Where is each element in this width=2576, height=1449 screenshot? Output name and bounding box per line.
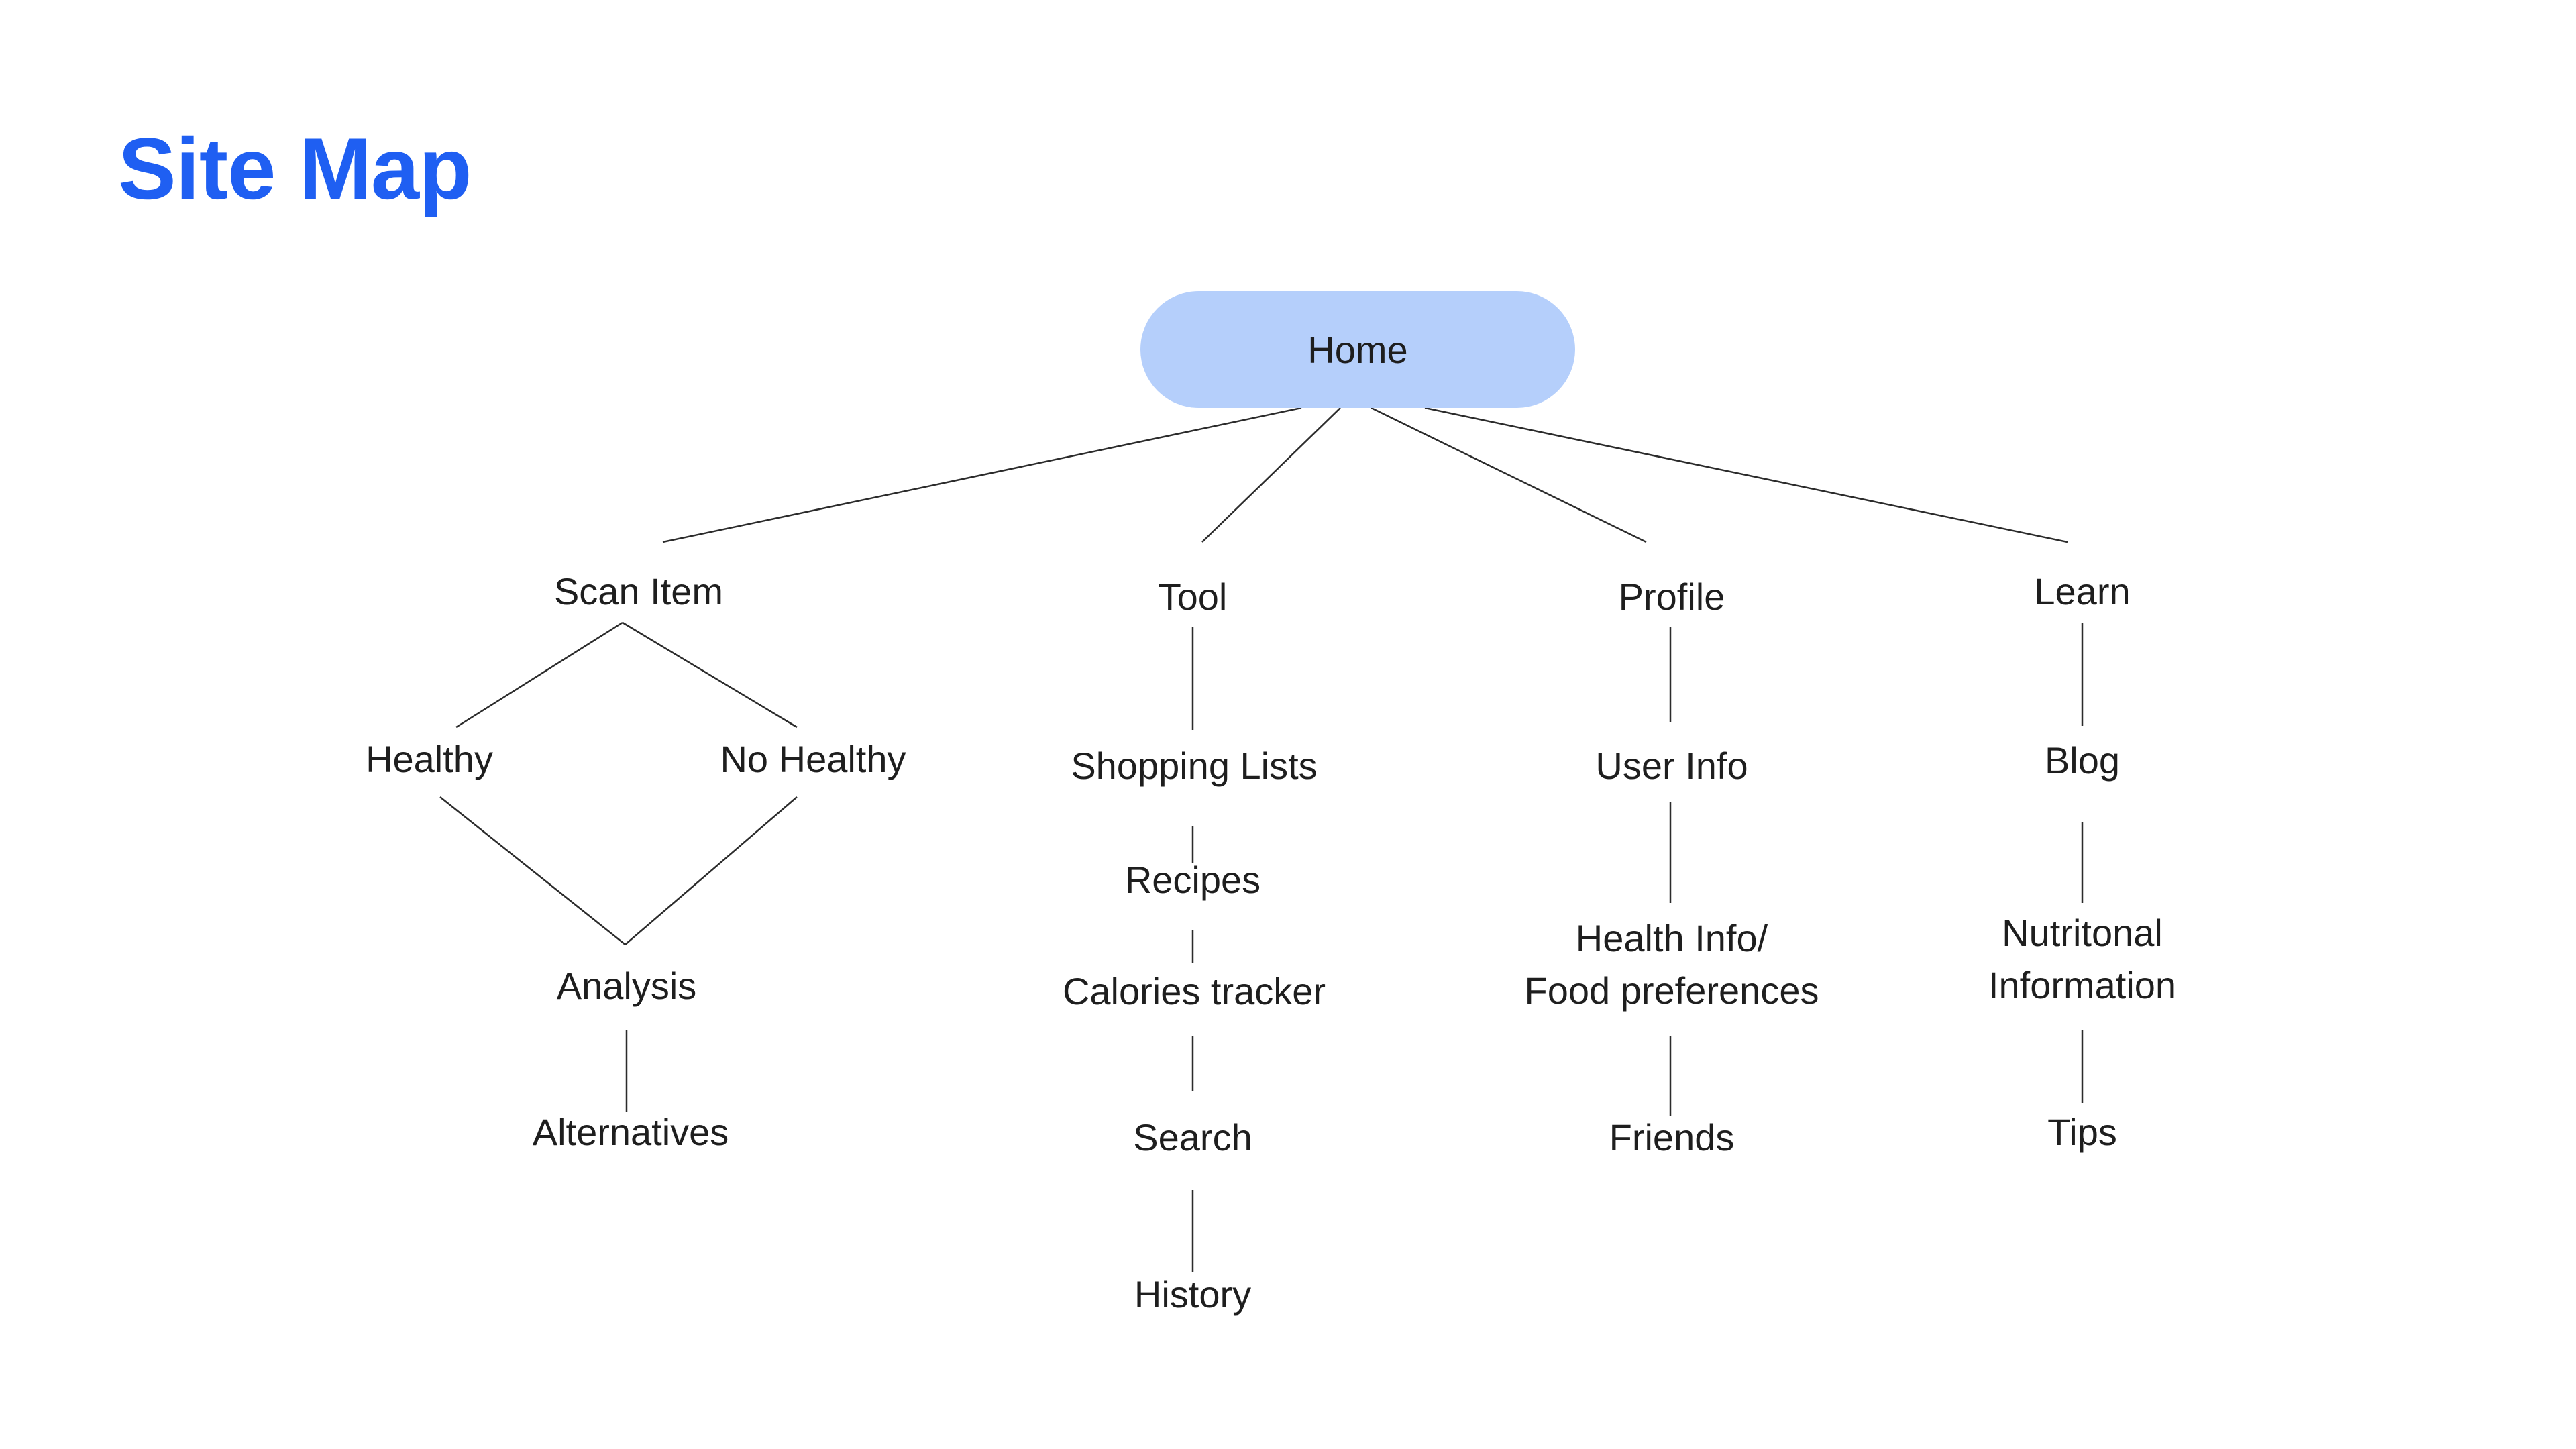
nutritional-line-2: Information — [1988, 964, 2177, 1006]
node-tool: Tool — [1158, 576, 1228, 618]
node-shopping-lists: Shopping Lists — [1071, 745, 1318, 787]
node-healthy: Healthy — [366, 738, 493, 780]
node-profile: Profile — [1618, 576, 1725, 618]
page-title: Site Map — [118, 119, 472, 217]
node-no-healthy: No Healthy — [720, 738, 906, 780]
node-history: History — [1134, 1273, 1252, 1316]
nutritional-line-1: Nutritonal — [2002, 912, 2163, 954]
node-health-info: Health Info/ Food preferences — [1525, 912, 1819, 1017]
edge-scan-nohealthy — [622, 621, 798, 729]
node-calories-tracker: Calories tracker — [1062, 970, 1326, 1012]
health-info-line-2: Food preferences — [1524, 969, 1819, 1012]
edge-scan-healthy — [455, 621, 623, 729]
node-friends: Friends — [1609, 1116, 1735, 1159]
node-scan-item: Scan Item — [553, 570, 724, 612]
home-node: Home — [1140, 291, 1575, 408]
home-label: Home — [1307, 328, 1408, 371]
node-alternatives: Alternatives — [532, 1111, 729, 1153]
node-search: Search — [1133, 1116, 1252, 1159]
edge-home-profile — [1371, 407, 1647, 543]
edge-home-tool — [1201, 407, 1341, 543]
node-recipes: Recipes — [1124, 859, 1261, 901]
edge-nohealthy-analysis — [625, 796, 798, 945]
node-nutritional-information: Nutritonal Information — [1988, 907, 2176, 1012]
node-blog: Blog — [2044, 739, 2121, 782]
edge-home-scan-item — [662, 407, 1302, 543]
edge-home-learn — [1424, 407, 2068, 543]
node-learn: Learn — [2034, 570, 2131, 612]
node-user-info: User Info — [1595, 745, 1748, 787]
edge-healthy-analysis — [439, 796, 626, 945]
node-analysis: Analysis — [556, 965, 697, 1007]
node-tips: Tips — [2047, 1111, 2117, 1153]
health-info-line-1: Health Info/ — [1575, 917, 1768, 959]
